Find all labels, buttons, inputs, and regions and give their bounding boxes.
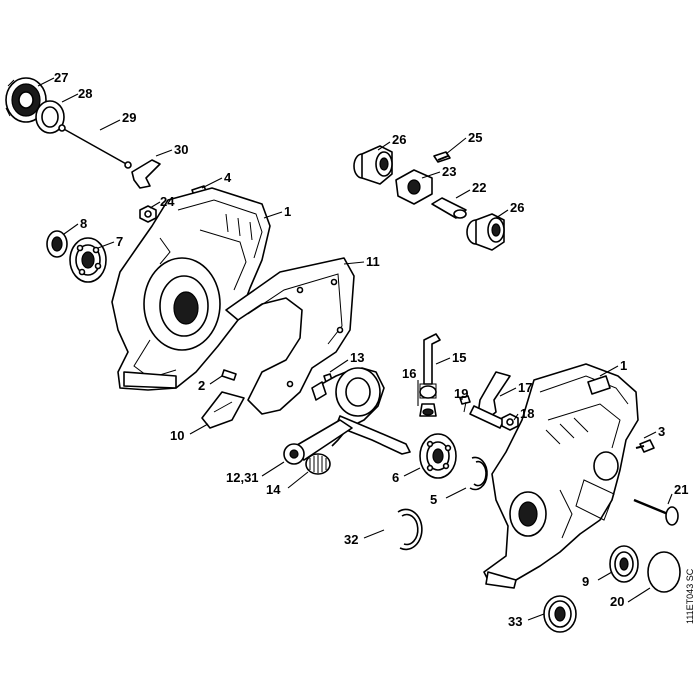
part-15-oil-hose (419, 333, 441, 399)
callout-10: 10 (170, 428, 184, 443)
callout-7: 7 (116, 234, 123, 249)
part-29-wire (58, 124, 132, 169)
callout-14: 14 (266, 482, 281, 497)
part-18-nut (501, 413, 519, 431)
callout-19: 19 (454, 386, 468, 401)
callout-30: 30 (174, 142, 188, 157)
part-8-seal (46, 230, 68, 258)
part-32-circlip (397, 508, 423, 551)
callout-26-bottom: 26 (510, 200, 524, 215)
callout-1-right: 1 (620, 358, 627, 373)
part-21-bolt (633, 498, 679, 526)
part-3-screw (635, 439, 655, 453)
part-7-bearing (69, 237, 107, 283)
part-22-sleeve (431, 197, 467, 219)
part-25-screw (433, 151, 451, 163)
callout-23: 23 (442, 164, 456, 179)
part-24-nut (139, 205, 157, 223)
callout-26-top: 26 (392, 132, 406, 147)
callout-5: 5 (430, 492, 437, 507)
part-20-cap (647, 551, 681, 593)
part-28-washer (35, 100, 65, 134)
callout-9: 9 (582, 574, 589, 589)
callout-18: 18 (520, 406, 534, 421)
callout-16: 16 (402, 366, 416, 381)
callout-24: 24 (160, 194, 175, 209)
callout-25: 25 (468, 130, 482, 145)
part-5-circlip (469, 456, 488, 491)
callout-21: 21 (674, 482, 688, 497)
part-26-buffer-top (353, 145, 393, 185)
part-26-buffer-bottom (466, 213, 505, 251)
callout-13: 13 (350, 350, 364, 365)
part-1-crankcase-left (111, 187, 271, 391)
callout-labels: 27 28 29 30 4 24 1 8 7 11 26 25 23 22 26… (54, 70, 688, 629)
callout-11: 11 (366, 254, 380, 269)
part-10-guide (201, 391, 245, 429)
part-14-needle-cage (305, 453, 331, 475)
callout-29: 29 (122, 110, 136, 125)
callout-4: 4 (224, 170, 232, 185)
callout-15: 15 (452, 350, 466, 365)
callout-12-31: 12,31 (226, 470, 259, 485)
part-33-oil-seal (543, 595, 577, 633)
part-9-oil-seal (609, 545, 639, 583)
callout-17: 17 (518, 380, 532, 395)
drawing-code: 111ET043 SC (685, 568, 695, 624)
leader-lines (37, 77, 673, 621)
part-17-lever (469, 371, 511, 429)
part-12-31-connecting-rod (283, 419, 353, 465)
callout-33: 33 (508, 614, 522, 629)
part-2-pin (221, 369, 237, 381)
callout-27: 27 (54, 70, 68, 85)
part-30-clip (131, 159, 161, 189)
callout-32: 32 (344, 532, 358, 547)
part-1-crankcase-right (483, 363, 639, 589)
callout-3: 3 (658, 424, 665, 439)
part-6-bearing (419, 433, 457, 479)
callout-6: 6 (392, 470, 399, 485)
callout-2: 2 (198, 378, 205, 393)
part-27-pulley (5, 77, 47, 123)
callout-28: 28 (78, 86, 92, 101)
callout-20: 20 (610, 594, 624, 609)
part-16-filter (419, 403, 437, 417)
part-23-bracket (395, 169, 433, 205)
callout-1-left: 1 (284, 204, 291, 219)
callout-8: 8 (80, 216, 87, 231)
callout-22: 22 (472, 180, 486, 195)
part-11-gasket (225, 257, 355, 415)
